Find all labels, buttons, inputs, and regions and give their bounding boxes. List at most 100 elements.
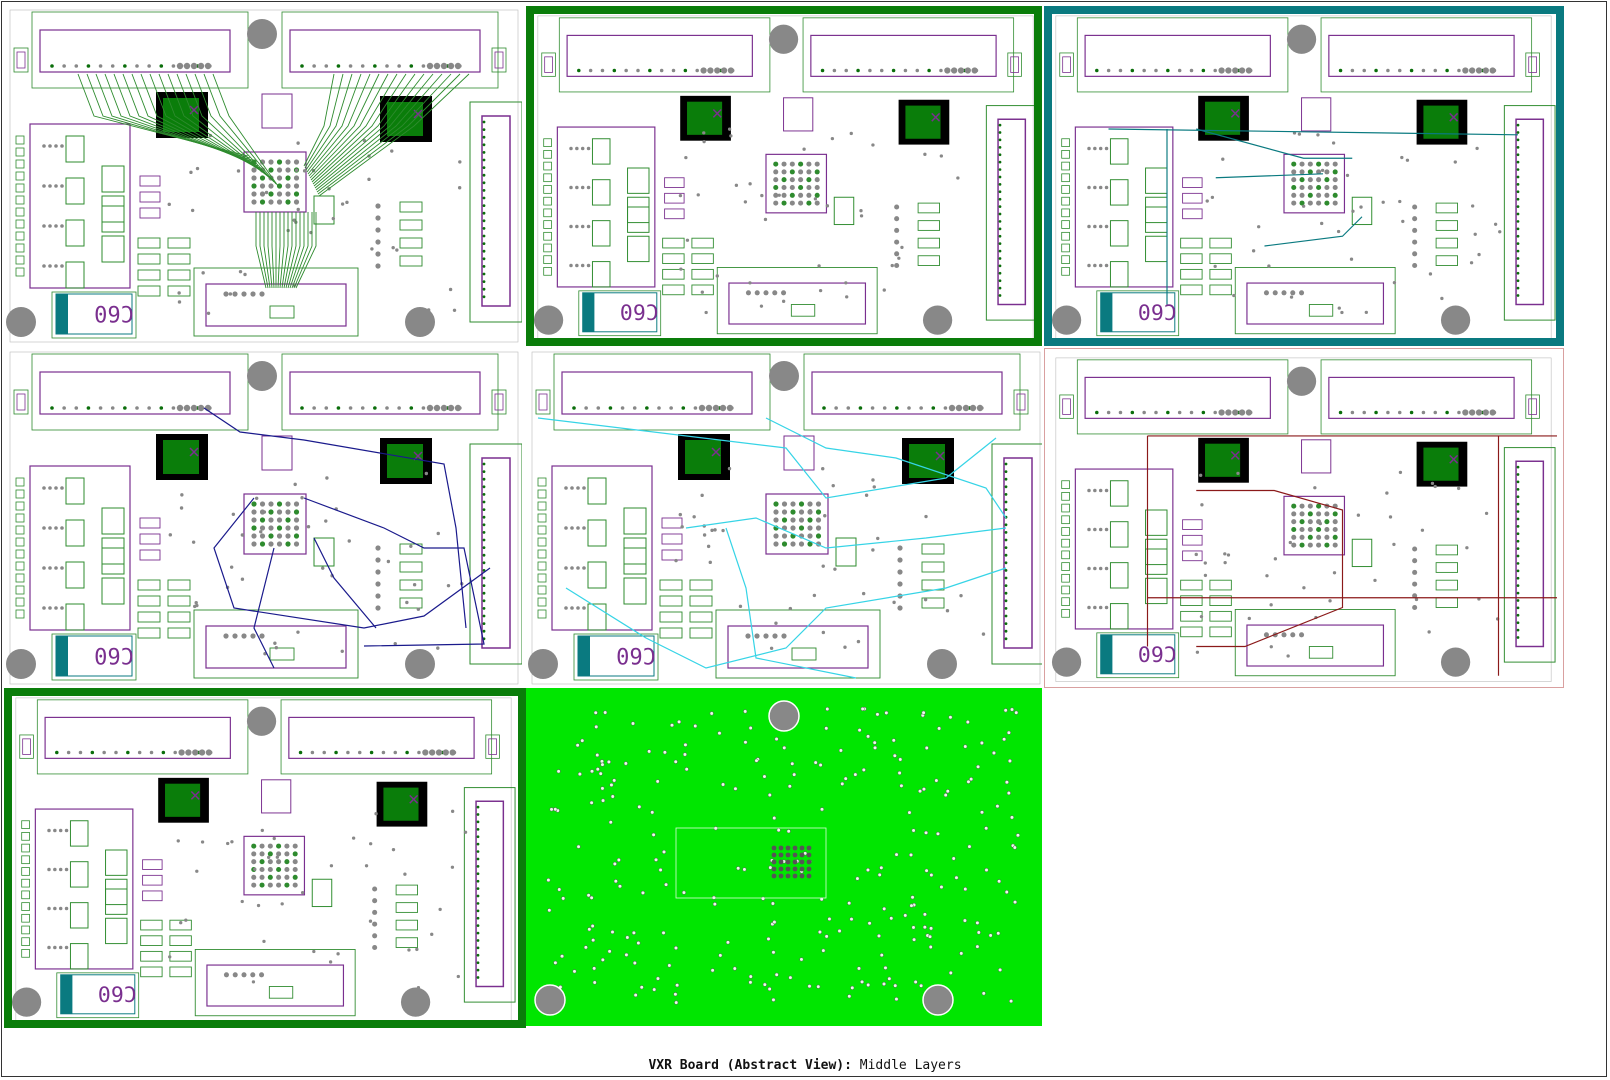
ic-ball <box>771 845 777 851</box>
via <box>195 166 200 171</box>
antipad <box>712 902 717 907</box>
antipad <box>743 709 748 714</box>
antipad <box>1014 710 1019 715</box>
antipad <box>824 934 829 939</box>
small-part <box>313 195 335 225</box>
connector-pin <box>584 406 588 410</box>
bottom-pin <box>754 290 760 296</box>
edge-pad <box>15 585 25 595</box>
antipad <box>681 890 686 895</box>
antipad <box>918 789 923 794</box>
pad <box>582 486 586 490</box>
ic-ball <box>284 866 290 873</box>
connector-pin <box>955 404 963 412</box>
bottom-connector <box>1246 624 1385 667</box>
ic-ball <box>798 177 804 183</box>
connector-pin <box>310 750 315 755</box>
connector-pin <box>173 750 177 755</box>
via <box>1340 310 1344 315</box>
c60-box <box>55 635 133 677</box>
bottom-pin <box>259 291 265 297</box>
ic-ball <box>771 866 777 872</box>
right-pin <box>998 242 1002 246</box>
c60-box <box>582 292 658 333</box>
via <box>1273 557 1278 561</box>
ic-ball <box>268 159 274 165</box>
antipad <box>661 849 667 854</box>
antipad <box>860 706 865 711</box>
edge-pad <box>15 159 25 169</box>
left-part <box>623 537 647 565</box>
ic-ball <box>276 874 282 880</box>
pad <box>64 867 69 872</box>
antipad <box>721 782 726 787</box>
connector-pin <box>726 404 734 412</box>
connector-pin <box>1232 409 1239 416</box>
antipad <box>546 878 551 883</box>
right-pin <box>1516 197 1520 201</box>
antipad <box>881 981 887 987</box>
ic-ball <box>785 866 791 872</box>
right-cap <box>1435 597 1458 608</box>
via <box>372 886 378 892</box>
right-cap <box>917 220 940 231</box>
regulator-core <box>1423 447 1459 481</box>
antipad <box>965 719 970 725</box>
ic-ball <box>771 859 777 865</box>
antipad <box>787 784 792 789</box>
bottom-connector <box>205 625 347 669</box>
via <box>240 577 245 581</box>
capacitor <box>1180 610 1203 622</box>
via <box>864 493 869 497</box>
pad <box>60 224 64 228</box>
via <box>1484 511 1489 516</box>
antipad <box>935 831 941 836</box>
via <box>351 836 356 840</box>
trace <box>267 212 273 289</box>
ic-ball <box>1324 542 1330 548</box>
antipad <box>975 944 980 949</box>
c60-label: C60 <box>94 300 134 325</box>
antipad <box>966 779 971 784</box>
antipad <box>911 925 916 930</box>
right-pin <box>1516 576 1520 580</box>
capacitor <box>1209 253 1232 264</box>
left-part <box>69 861 89 888</box>
right-cap <box>1435 202 1458 214</box>
connector-pin <box>1338 410 1343 415</box>
antipad <box>771 997 776 1002</box>
antipad <box>653 857 659 862</box>
right-pin <box>1516 257 1520 260</box>
side-connector <box>485 734 500 759</box>
capacitor <box>137 285 161 297</box>
capacitor <box>1180 284 1203 296</box>
ic-ball <box>806 184 812 191</box>
ic-ball <box>806 177 812 183</box>
antipad <box>637 804 642 809</box>
side-connector-body <box>494 393 504 411</box>
pad <box>570 486 574 490</box>
right-pin <box>998 212 1002 216</box>
mounting-hole <box>400 987 431 1017</box>
pad <box>42 606 46 610</box>
right-pin <box>998 227 1002 231</box>
via <box>1320 168 1325 173</box>
antipad <box>824 726 829 731</box>
connector-frame <box>1076 359 1289 435</box>
via <box>894 204 900 210</box>
right-connector <box>997 118 1027 306</box>
ic-ball <box>276 183 283 189</box>
board-layout: C60 <box>6 351 522 685</box>
connector-pin <box>426 404 434 412</box>
connector-pin <box>1445 410 1449 415</box>
connector-pin <box>671 68 676 73</box>
antipad <box>770 901 775 906</box>
bottom-pin <box>763 633 769 639</box>
right-pin <box>476 976 480 979</box>
pad <box>570 526 574 530</box>
ic-ball <box>267 874 273 880</box>
board-svg: C60 <box>6 9 522 343</box>
via <box>1400 155 1404 160</box>
connector-pin <box>397 64 401 68</box>
ic-ball <box>285 167 291 173</box>
